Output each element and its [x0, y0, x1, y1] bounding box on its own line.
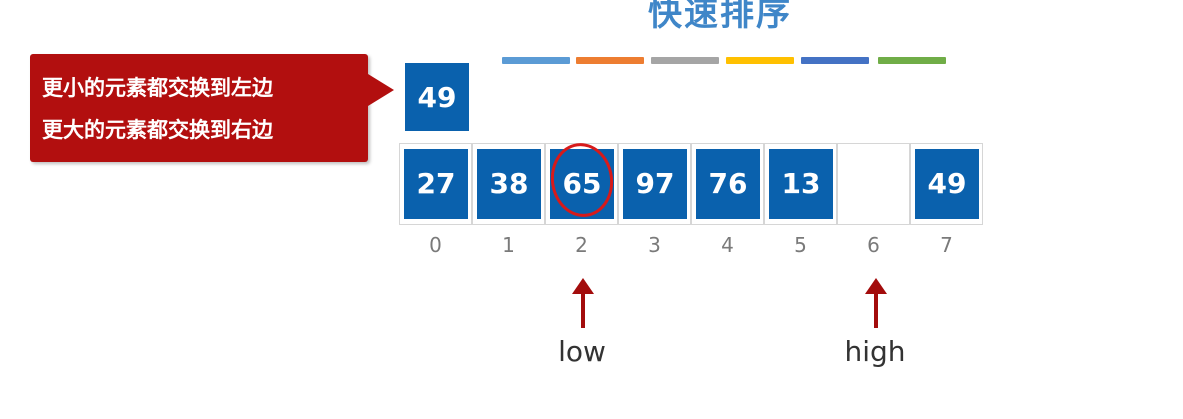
array-value: 49 — [927, 167, 967, 200]
arrow-head — [865, 278, 887, 294]
array-value: 76 — [708, 167, 748, 200]
array-cell: 38 — [472, 143, 545, 225]
array-index: 1 — [502, 233, 515, 257]
array-index: 7 — [940, 233, 953, 257]
array-index: 4 — [721, 233, 734, 257]
diagram-title: 快速排序 — [648, 0, 792, 34]
array-index: 2 — [575, 233, 588, 257]
array-value: 65 — [562, 167, 602, 200]
pivot-box: 49 — [405, 63, 469, 131]
array-value: 27 — [416, 167, 456, 200]
callout-line-smaller: 更小的元素都交换到左边 — [42, 76, 273, 100]
array-index: 5 — [794, 233, 807, 257]
array-value: 13 — [781, 167, 821, 200]
low-pointer-label: low — [558, 335, 606, 368]
array-index: 0 — [429, 233, 442, 257]
array-cell: 13 — [764, 143, 837, 225]
high-pointer-arrow-icon — [861, 278, 891, 328]
array-cell: 65 — [545, 143, 618, 225]
array-value: 38 — [489, 167, 529, 200]
color-bar — [726, 57, 794, 64]
color-bar — [878, 57, 946, 64]
callout-arrow-icon — [368, 74, 394, 106]
array-cell: 76 — [691, 143, 764, 225]
array-value-box: 76 — [696, 149, 760, 219]
array-value: 97 — [635, 167, 675, 200]
array-cell-empty — [837, 143, 910, 225]
color-bar — [502, 57, 570, 64]
color-bar — [651, 57, 719, 64]
callout-box: 更小的元素都交换到左边 更大的元素都交换到右边 — [30, 54, 368, 162]
array-cell: 49 — [910, 143, 983, 228]
color-bar — [801, 57, 869, 64]
array-value-box: 49 — [911, 149, 983, 228]
array-cell: 97 — [618, 143, 691, 225]
underline-mark — [911, 226, 983, 228]
array-value-box-empty — [842, 149, 906, 219]
low-pointer-arrow-icon — [568, 278, 598, 328]
array-index: 3 — [648, 233, 661, 257]
color-bar — [576, 57, 644, 64]
array-cell: 27 — [399, 143, 472, 225]
array-value-box: 27 — [404, 149, 468, 219]
arrow-head — [572, 278, 594, 294]
array-index: 6 — [867, 233, 880, 257]
arrow-shaft — [874, 294, 878, 328]
callout-line-larger: 更大的元素都交换到右边 — [42, 118, 273, 142]
arrow-shaft — [581, 294, 585, 328]
array-value-box: 38 — [477, 149, 541, 219]
array-value-box: 65 — [550, 149, 614, 219]
array-value-box: 13 — [769, 149, 833, 219]
high-pointer-label: high — [844, 335, 906, 368]
array-value-box: 97 — [623, 149, 687, 219]
